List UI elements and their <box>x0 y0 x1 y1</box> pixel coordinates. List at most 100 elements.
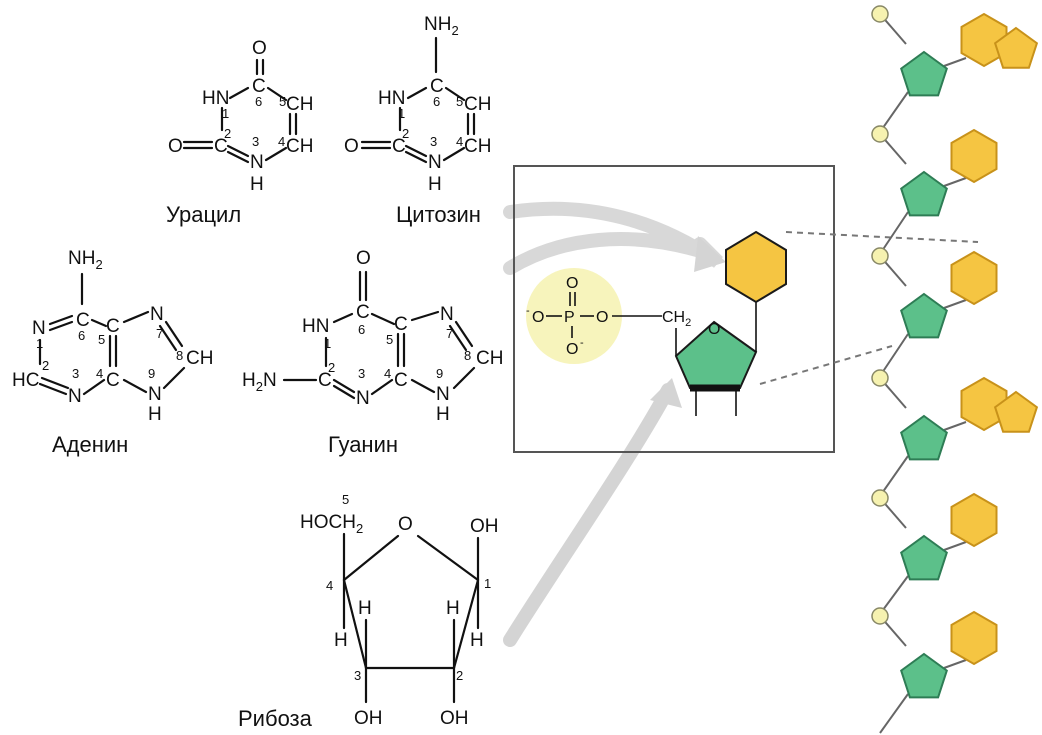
base-link <box>943 659 967 669</box>
bond <box>342 578 368 670</box>
adenine-label-2: 2 <box>42 358 49 373</box>
uracil-label-6: 6 <box>255 94 262 109</box>
uracil-o-top: O <box>252 38 267 59</box>
strand-sugar-pentagon <box>900 414 948 461</box>
uracil-o2: O <box>168 136 183 157</box>
bond <box>332 378 356 394</box>
nucleotide-frame <box>513 165 835 453</box>
ribose-h-b: H <box>358 598 372 619</box>
guanine-label-7: 7 <box>446 326 453 341</box>
backbone-segment <box>879 575 909 615</box>
strand-phosphate <box>871 369 889 387</box>
guanine-ch8: CH <box>476 348 503 369</box>
cytosine-c2: C <box>392 136 406 157</box>
strand-sugar-pentagon <box>900 652 948 699</box>
base-link <box>943 177 967 187</box>
cytosine-label-2: 2 <box>402 126 409 141</box>
bond <box>40 376 70 390</box>
phosphate-o-bottom: O <box>566 341 578 358</box>
cytosine-hn: HN <box>378 88 405 109</box>
phosphate-o-left: O <box>532 309 544 326</box>
ribose-oh2: OH <box>440 708 469 729</box>
strand-phosphate <box>871 125 889 143</box>
ribose-h-d: H <box>470 630 484 651</box>
guanine-h: H <box>436 404 450 425</box>
adenine-nh2: NH2 <box>68 248 103 272</box>
bond <box>228 86 250 100</box>
backbone-segment <box>879 211 909 255</box>
nucleotide-base-hexagon <box>725 230 787 304</box>
guanine-label-8: 8 <box>464 348 471 363</box>
strand-base-hexagon <box>960 12 1008 68</box>
bond <box>442 146 466 162</box>
base-link <box>943 541 967 551</box>
phosphate-o-top: O <box>566 275 578 292</box>
ribose-h-a: H <box>334 630 348 651</box>
guanine-label-3: 3 <box>358 366 365 381</box>
guanine-n7: N <box>440 304 454 325</box>
guanine-c4: C <box>394 370 408 391</box>
phosphate-glow <box>526 268 622 364</box>
backbone-segment <box>879 693 909 734</box>
cytosine-label-6: 6 <box>433 94 440 109</box>
bond <box>452 366 476 390</box>
guanine-label-4: 4 <box>384 366 391 381</box>
bond <box>38 382 68 396</box>
ribose-oh3: OH <box>354 708 383 729</box>
cytosine-nh2: NH2 <box>424 14 459 38</box>
bond <box>406 86 428 100</box>
phosphate-p: P <box>564 309 575 326</box>
arrow-head-bases <box>694 236 726 272</box>
adenine-n7: N <box>150 304 164 325</box>
adenine-label-9: 9 <box>148 366 155 381</box>
strand-base-hexagon <box>950 250 998 306</box>
strand-base-hexagon <box>950 128 998 184</box>
bond <box>448 324 468 352</box>
guanine-c2: C <box>318 370 332 391</box>
bond <box>404 144 428 158</box>
adenine-label-7: 7 <box>156 326 163 341</box>
adenine-ch8: CH <box>186 348 213 369</box>
guide-arrows <box>503 201 726 647</box>
bond <box>122 310 150 324</box>
guanine-h2n: H2N <box>242 370 277 394</box>
guanine-label-5: 5 <box>386 332 393 347</box>
ribose-label-2: 2 <box>456 668 463 683</box>
uracil-ch4: CH <box>286 136 313 157</box>
guanine-label-2: 2 <box>328 360 335 375</box>
strand-phosphate <box>871 5 889 23</box>
adenine-n3: N <box>68 386 82 407</box>
ribose-hoch2: HOCH2 <box>300 512 363 536</box>
backbone-segment <box>879 333 909 377</box>
bond <box>164 320 184 348</box>
ribose-label-3: 3 <box>354 668 361 683</box>
backbone-segment <box>879 455 909 497</box>
bond <box>452 578 480 670</box>
strand-base-hexagon <box>950 610 998 666</box>
cytosine-n3: N <box>428 152 442 173</box>
backbone-segment <box>879 91 909 133</box>
bond <box>410 310 440 322</box>
strand-sugar-pentagon <box>900 50 948 97</box>
bond <box>454 320 474 348</box>
sugar-ring-o: O <box>708 321 720 338</box>
guanine-o: O <box>356 248 371 269</box>
bond <box>226 144 250 158</box>
bond <box>370 378 394 396</box>
bond <box>370 312 396 326</box>
cytosine-label-5: 5 <box>456 94 463 109</box>
strand-base-hexagon <box>950 492 998 548</box>
uracil-label-5: 5 <box>279 94 286 109</box>
base-link <box>943 57 967 67</box>
rna-strand <box>871 5 1039 734</box>
cytosine-ch4: CH <box>464 136 491 157</box>
guanine-label-6: 6 <box>358 322 365 337</box>
zoom-line-bottom <box>759 345 893 385</box>
bond <box>416 534 480 582</box>
uracil-n3: N <box>250 152 264 173</box>
adenine-n1: N <box>32 318 46 339</box>
cytosine-structure: NH2 C 6 CH 5 CH 4 HN 1 C 2 O 3 N H Цитоз… <box>344 14 491 227</box>
zoom-lines <box>759 231 979 385</box>
guanine-name: Гуанин <box>328 432 398 457</box>
